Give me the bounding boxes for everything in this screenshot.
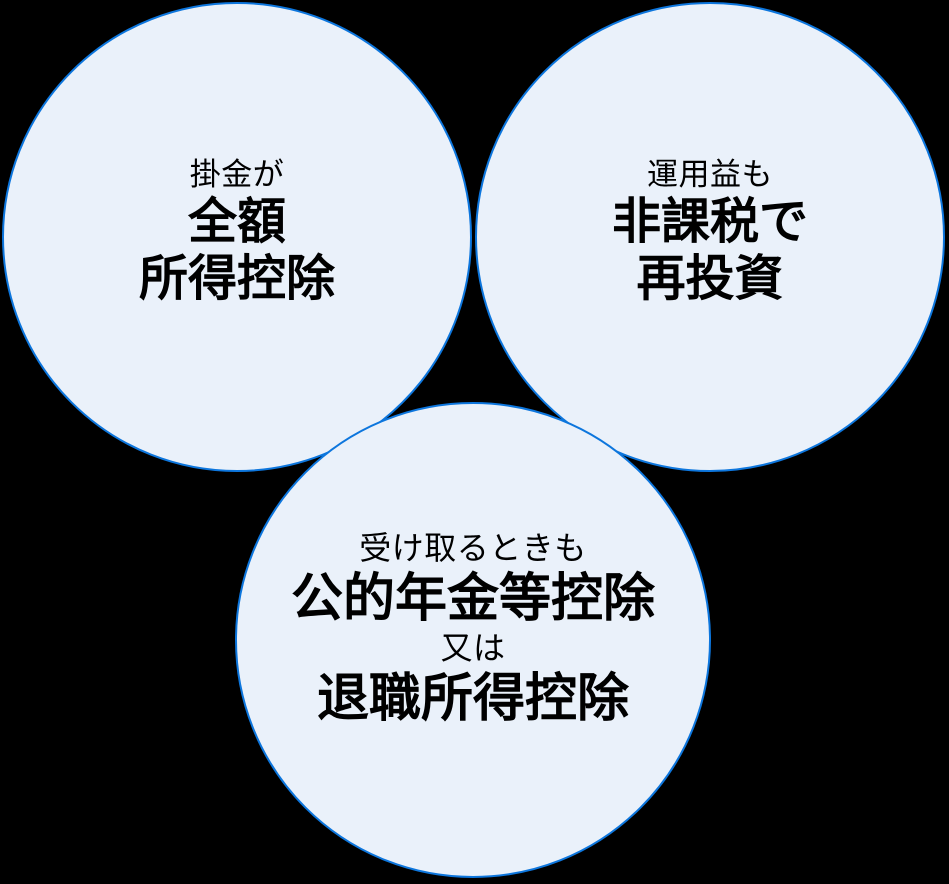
circle-text-stack: 運用益も 非課税で 再投資 <box>612 155 808 308</box>
circle-1-headline-line-2: 所得控除 <box>138 251 335 306</box>
benefit-circle-investment-gain: 運用益も 非課税で 再投資 <box>475 2 945 472</box>
circle-3-headline-line-2: 退職所得控除 <box>316 669 629 728</box>
benefit-circle-contribution: 掛金が 全額 所得控除 <box>2 2 472 472</box>
circle-2-headline-line-1: 非課税で <box>611 194 808 249</box>
circle-3-conjunction: 又は <box>440 630 506 666</box>
circle-1-caption: 掛金が <box>189 156 285 192</box>
circle-text-stack: 受け取るときも 公的年金等控除 又は 退職所得控除 <box>291 528 655 728</box>
circle-2-headline-line-2: 再投資 <box>636 251 784 306</box>
circle-text-stack: 掛金が 全額 所得控除 <box>139 155 335 308</box>
benefit-circle-payout: 受け取るときも 公的年金等控除 又は 退職所得控除 <box>235 402 711 878</box>
circle-3-headline-line-1: 公的年金等控除 <box>290 569 655 628</box>
circle-3-caption: 受け取るときも <box>359 530 587 567</box>
circle-2-caption: 運用益も <box>646 156 773 192</box>
circle-1-headline-line-1: 全額 <box>187 194 286 249</box>
